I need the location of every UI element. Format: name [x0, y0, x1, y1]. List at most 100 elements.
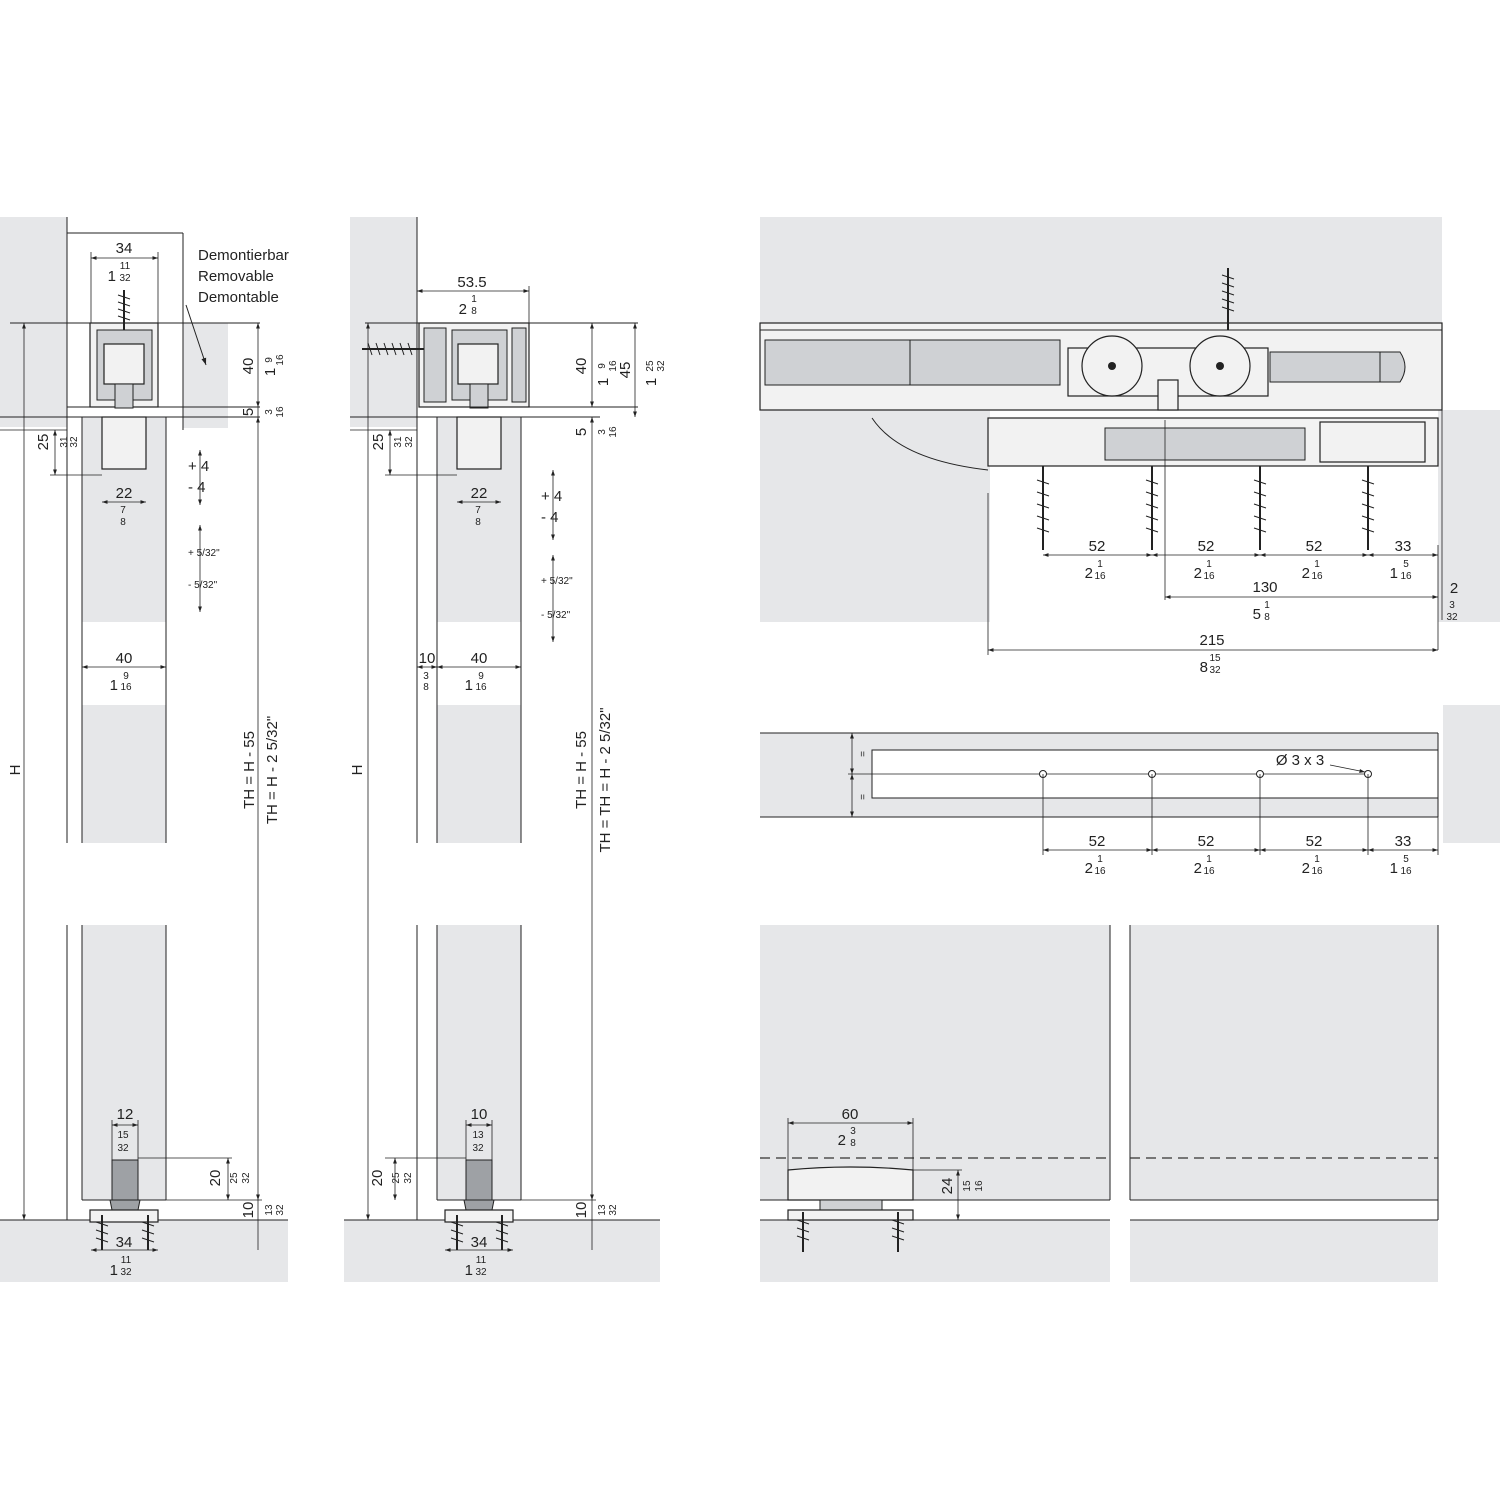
hole-spacing-2-inch: 2 [1194, 860, 1202, 877]
guide-width-den: 8 [120, 517, 126, 528]
door-width-mm: 40 [116, 650, 133, 667]
side-dimension-lines [987, 410, 1443, 655]
total-height-num: 25 [645, 360, 656, 372]
mid-height-label: H [349, 765, 366, 776]
side-spacing-1-inch: 2 [1085, 565, 1093, 582]
floor-base-num: 11 [121, 1255, 132, 1266]
mid-floor-gap-mm: 10 [573, 1202, 590, 1219]
side-spacing-3-inch: 2 [1302, 565, 1310, 582]
th-formula-mm: TH = H - 55 [241, 731, 258, 809]
middle-dimension-lines [350, 286, 637, 1252]
mid-th-formula-inch: TH = TH = H - 2 5/32" [597, 707, 614, 852]
th-formula-inch: TH = H - 2 5/32" [264, 716, 281, 824]
gap-mm: 5 [240, 408, 257, 416]
mid-guide-width-den: 8 [475, 517, 481, 528]
screw-icon [1221, 268, 1235, 330]
side-spacing-4-inch: 1 [1390, 565, 1398, 582]
hole-spec: Ø 3 x 3 [1276, 752, 1324, 769]
mid-adjust-in-plus: + 5/32" [541, 576, 573, 587]
mid-floor-base-inch: 1 [465, 1262, 473, 1279]
floor-guide-length-inch: 2 [838, 1132, 846, 1149]
total-215-mm: 215 [1199, 632, 1224, 649]
gap-den: 16 [275, 406, 286, 418]
screw-icon [117, 290, 131, 330]
mid-floor-base-mm: 34 [471, 1234, 488, 1251]
floor-guide-length-den: 8 [850, 1138, 856, 1149]
mid-guide-depth-mm: 25 [370, 434, 387, 451]
guide-depth-den: 32 [69, 436, 80, 448]
floor-guide-height-num-right: 15 [962, 1180, 973, 1192]
mid-floor-gap-den: 32 [608, 1204, 619, 1216]
wall-gap-den: 8 [423, 682, 429, 693]
track-width-den: 8 [471, 306, 477, 317]
side-spacing-2-num: 1 [1206, 559, 1212, 570]
mid-floor-base-num: 11 [476, 1255, 487, 1266]
removable-label-de: Demontierbar [198, 247, 289, 264]
mid-guide-depth-num: 31 [393, 436, 404, 448]
screw-icon [1036, 466, 1375, 550]
track-height-num: 9 [264, 357, 275, 363]
side-spacing-2-den: 16 [1203, 571, 1215, 582]
top-width-den: 32 [119, 273, 131, 284]
mid-guide-depth-den: 32 [404, 436, 415, 448]
hole-spacing-4-mm: 33 [1395, 833, 1412, 850]
middle-section-view [344, 217, 660, 1250]
offset-2-mm: 2 [1450, 580, 1458, 597]
hole-spacing-1-inch: 2 [1085, 860, 1093, 877]
floor-gap-mm: 10 [240, 1202, 257, 1219]
track-height-inch: 1 [262, 368, 279, 376]
track-height-mm: 40 [240, 358, 257, 375]
mid-guide-width-mm: 22 [471, 485, 488, 502]
side-spacing-1-mm: 52 [1089, 538, 1106, 555]
floor-base-mm: 34 [116, 1234, 133, 1251]
span-130-mm: 130 [1252, 579, 1277, 596]
offset-2-num: 3 [1449, 600, 1455, 611]
mid-track-height-mm: 40 [573, 358, 590, 375]
floor-base-inch: 1 [110, 1262, 118, 1279]
total-215-inch: 8 [1200, 659, 1208, 676]
door-width-den: 16 [120, 682, 132, 693]
removable-label-en: Removable [198, 268, 274, 285]
door-width-num: 9 [123, 671, 129, 682]
mid-adjust-mm-minus: - 4 [541, 509, 559, 526]
mid-gap-num: 3 [597, 429, 608, 435]
floor-guide-height-num: 25 [229, 1172, 240, 1184]
hole-spacing-3-mm: 52 [1306, 833, 1323, 850]
background-panels [0, 217, 1500, 1282]
adjust-mm-plus: + 4 [188, 458, 209, 475]
adjust-in-minus: - 5/32" [188, 580, 218, 591]
guide-width-mm: 22 [116, 485, 133, 502]
mid-track-height-inch: 1 [595, 378, 612, 386]
left-section-view [0, 217, 288, 1250]
side-spacing-4-mm: 33 [1395, 538, 1412, 555]
side-spacing-4-den: 16 [1400, 571, 1412, 582]
mid-door-width-inch: 1 [465, 677, 473, 694]
mid-floor-guide-height-mm: 20 [369, 1170, 386, 1187]
span-130-inch: 5 [1253, 606, 1261, 623]
total-height-inch: 1 [643, 378, 660, 386]
hole-spacing-1-den: 16 [1094, 866, 1106, 877]
side-elevation-view [759, 268, 1443, 550]
hole-spacing-2-num: 1 [1206, 854, 1212, 865]
door-width-inch: 1 [110, 677, 118, 694]
screw-icon [796, 1212, 905, 1252]
total-height-mm: 45 [617, 362, 634, 379]
hole-spacing-3-inch: 2 [1302, 860, 1310, 877]
mid-guide-width-num: 7 [475, 505, 481, 516]
floor-guide-width-num: 15 [117, 1130, 129, 1141]
side-spacing-3-den: 16 [1311, 571, 1323, 582]
hole-spacing-3-num: 1 [1314, 854, 1320, 865]
top-width-num: 11 [120, 261, 131, 272]
mid-floor-guide-width-den: 32 [472, 1143, 484, 1154]
offset-2-den: 32 [1446, 612, 1458, 623]
floor-guide-view [760, 925, 1439, 1252]
guide-depth-num: 31 [59, 436, 70, 448]
hole-spacing-3-den: 16 [1311, 866, 1323, 877]
hole-spacing-1-num: 1 [1097, 854, 1103, 865]
guide-depth-mm: 25 [35, 434, 52, 451]
mid-th-formula-mm: TH = H - 55 [573, 731, 590, 809]
mid-floor-guide-width-num: 13 [472, 1130, 484, 1141]
side-spacing-3-num: 1 [1314, 559, 1320, 570]
hole-spacing-4-inch: 1 [1390, 860, 1398, 877]
removable-label-fr: Demontable [198, 289, 279, 306]
